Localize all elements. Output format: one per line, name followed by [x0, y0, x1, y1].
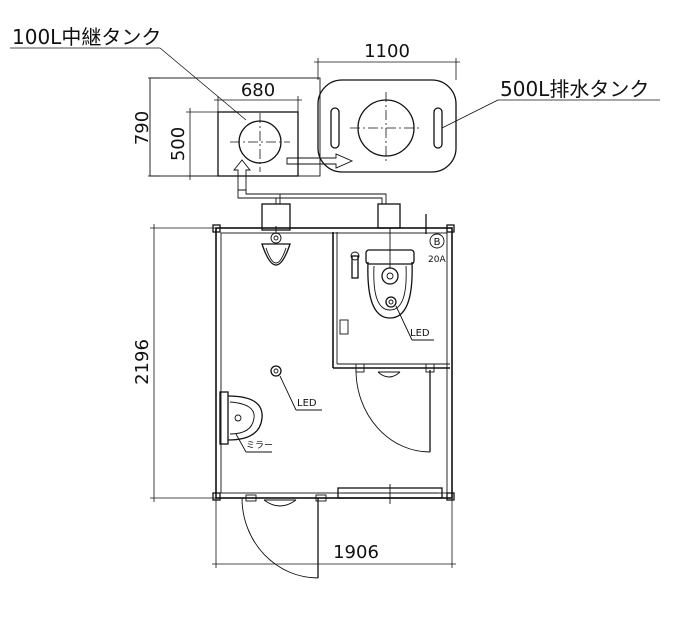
dim-1906: 1906 — [333, 542, 379, 563]
transfer-arrow — [286, 153, 354, 169]
western-toilet — [350, 203, 415, 319]
building-plan: LED B 20A LED ミラー — [132, 203, 456, 579]
drain-tank-handle-right — [433, 107, 443, 149]
label-led-ceiling: LED — [297, 398, 317, 409]
outer-wall — [215, 227, 453, 499]
dim-680: 680 — [241, 80, 275, 101]
drain-tank-handle-left — [330, 107, 340, 149]
urinal — [261, 203, 291, 266]
label-relay-tank: 100L中継タンク — [12, 25, 161, 49]
dim-1100: 1100 — [364, 41, 410, 62]
dim-500: 500 — [168, 127, 189, 161]
booth-door-swing — [355, 369, 431, 453]
drain-tank — [317, 79, 457, 173]
pipe-toilet-to-tank — [276, 197, 383, 204]
entrance-door-swing — [241, 497, 319, 579]
window — [337, 484, 443, 504]
entrance-door — [241, 494, 327, 579]
dim-2196: 2196 — [132, 339, 153, 385]
label-mirror: ミラー — [246, 440, 273, 451]
relay-tank — [217, 111, 299, 177]
breaker-rating: 20A — [428, 255, 446, 265]
hand-basin: ミラー — [219, 391, 273, 453]
breaker-letter: B — [434, 237, 441, 248]
toilet-led: LED — [385, 296, 434, 341]
breaker: B 20A — [425, 214, 446, 265]
ceiling-led: LED — [270, 365, 322, 411]
tank-area: 680 1100 790 500 100L中継タンク 500L排水タンク — [10, 25, 660, 204]
label-drain-tank: 500L排水タンク — [500, 77, 649, 101]
pipe-urinal-to-relay — [233, 159, 251, 191]
pipe-to-relay — [237, 190, 277, 204]
dim-790: 790 — [132, 111, 153, 145]
label-led-toilet: LED — [410, 328, 430, 339]
